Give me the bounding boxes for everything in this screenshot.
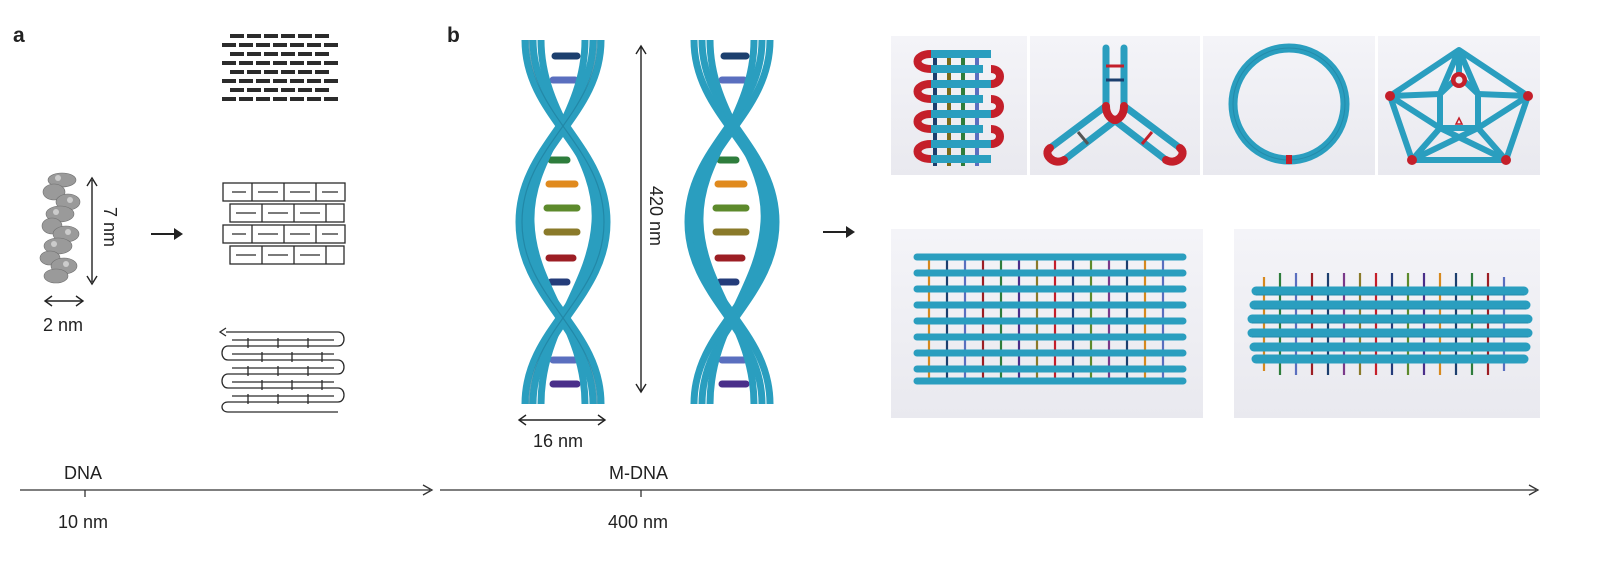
origami-strand-pattern-image	[218, 327, 345, 413]
sheet-structure-image	[913, 253, 1187, 385]
serpentine-structure-image	[913, 50, 1004, 166]
three-arm-structure-image	[1043, 44, 1187, 166]
scale-label-mdna: M-DNA	[609, 463, 668, 483]
height-label-b: 420 nm	[646, 186, 666, 247]
brick-pattern-image	[222, 34, 338, 101]
dna-helix-image	[39, 172, 81, 284]
scale-label-dna: DNA	[64, 463, 103, 483]
structure-tile-polyhedron	[1378, 36, 1540, 175]
transform-arrow-a	[151, 228, 183, 240]
transform-arrow-b	[823, 226, 855, 238]
structure-tile-three-arm	[1030, 36, 1200, 175]
ring-structure-image	[1228, 43, 1350, 165]
scale-axis-mdna	[440, 484, 1540, 497]
scale-axis-dna	[20, 484, 434, 497]
width-label-a: 2 nm	[43, 315, 84, 335]
mdna-helix-left-image	[515, 39, 611, 405]
width-arrow-a	[43, 295, 85, 307]
width-label-b: 16 nm	[533, 431, 584, 451]
height-arrow-a	[86, 176, 98, 286]
panel-letter-b: b	[447, 24, 460, 47]
width-arrow-b	[517, 414, 607, 426]
structure-tile-sheet	[891, 229, 1203, 418]
structure-tile-serpentine	[891, 36, 1027, 175]
panel-letter-a: a	[13, 24, 25, 47]
scale-tick-label-dna: 10 nm	[58, 512, 109, 532]
tile-pattern-image	[222, 182, 346, 265]
polyhedron-structure-image	[1385, 47, 1533, 165]
height-arrow-b	[635, 44, 647, 394]
structure-tile-ring	[1203, 36, 1375, 175]
tube-structure-image	[1247, 273, 1533, 375]
mdna-helix-right-image	[684, 39, 780, 405]
scale-tick-label-mdna: 400 nm	[608, 512, 669, 532]
structure-tile-tube	[1234, 229, 1540, 418]
height-label-a: 7 nm	[100, 207, 120, 248]
